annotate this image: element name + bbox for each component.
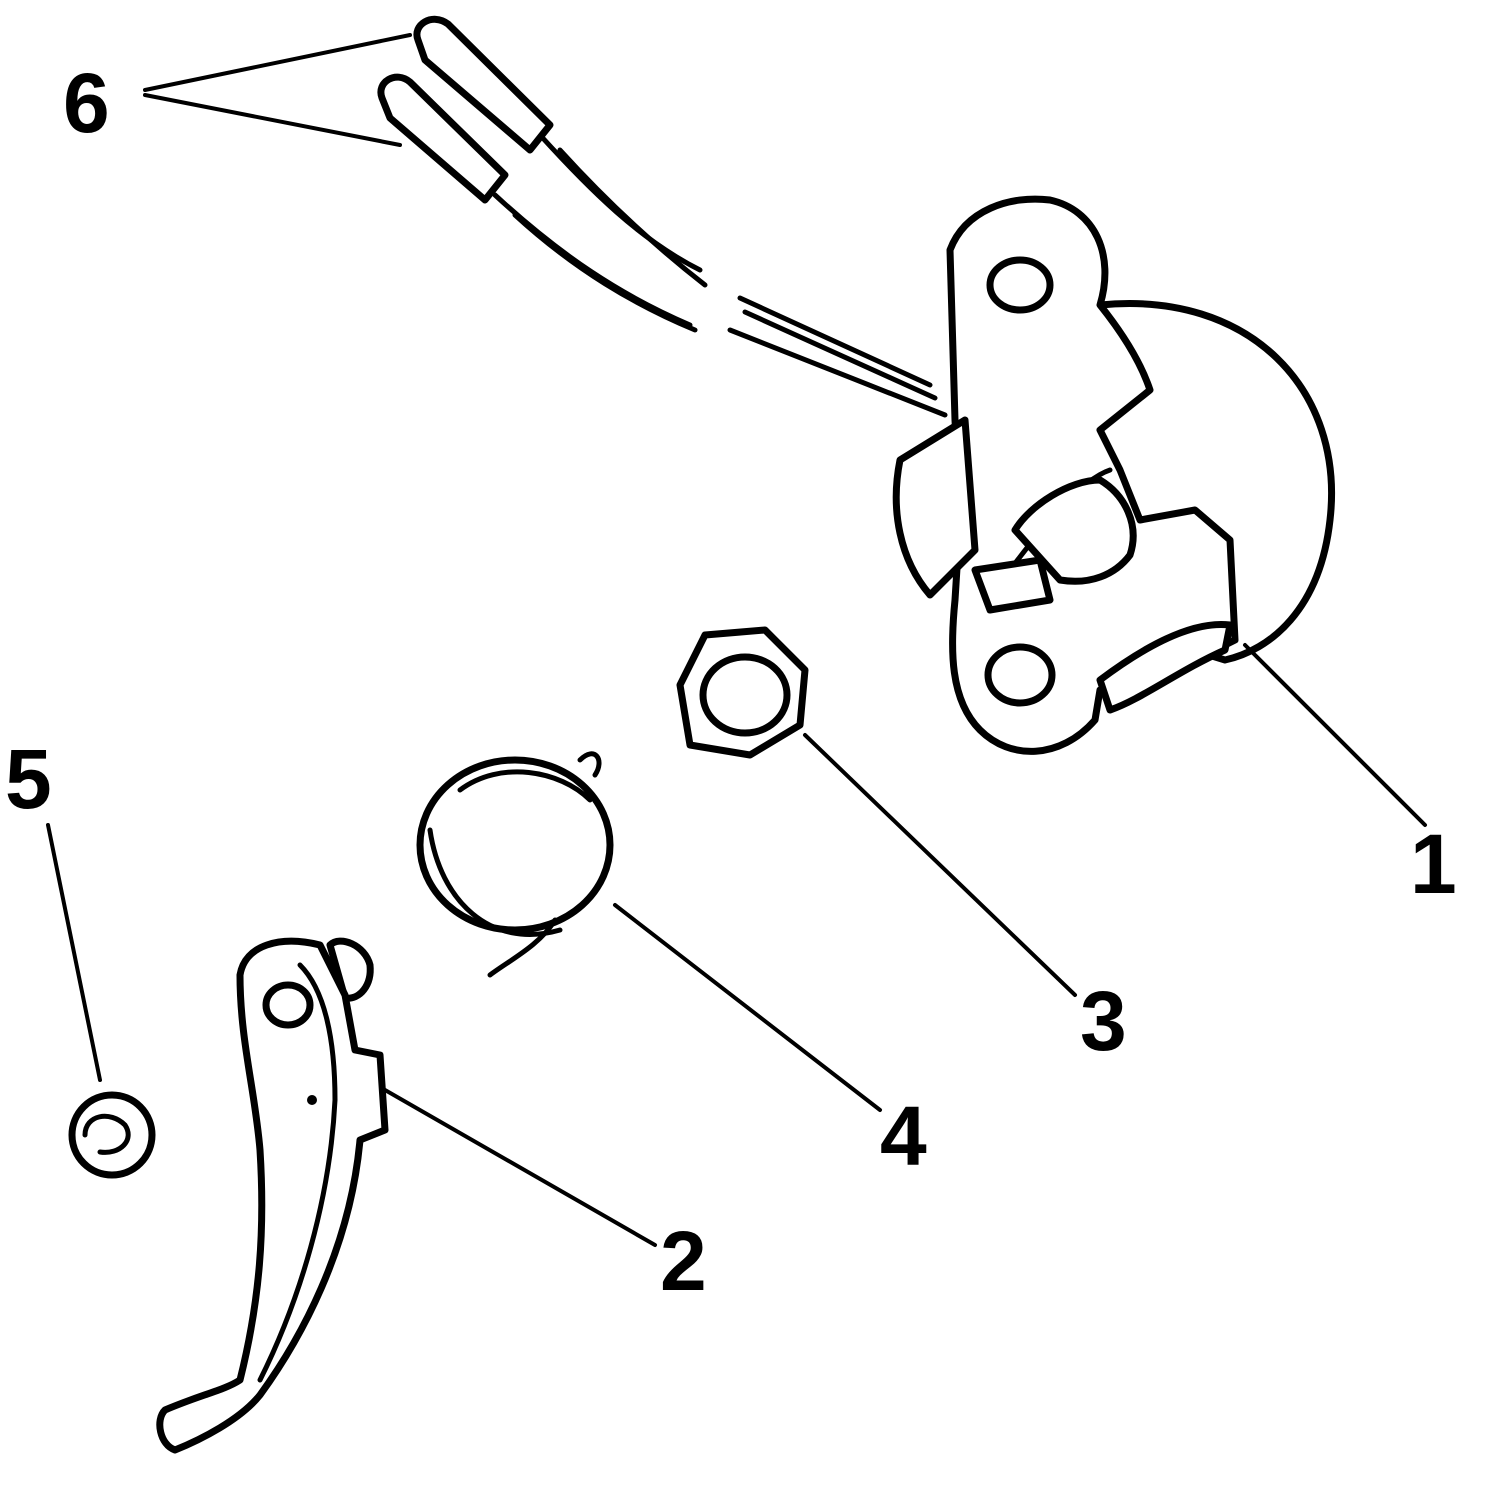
actuating-lever	[156, 937, 389, 1454]
hex-nut	[676, 626, 809, 759]
retaining-clip	[68, 1091, 156, 1179]
callout-4: 4	[880, 1089, 927, 1183]
callout-3: 3	[1080, 974, 1127, 1068]
switch-body	[892, 195, 1335, 755]
callout-5: 5	[5, 732, 52, 826]
callout-1: 1	[1410, 817, 1457, 911]
callout-6: 6	[63, 56, 110, 150]
torsion-spring	[416, 751, 614, 978]
callout-labels: 6 1 3 4 5 2	[5, 56, 1457, 1308]
callout-2: 2	[660, 1214, 707, 1308]
leader-lines	[46, 33, 1427, 1247]
wire-leads	[377, 15, 948, 418]
